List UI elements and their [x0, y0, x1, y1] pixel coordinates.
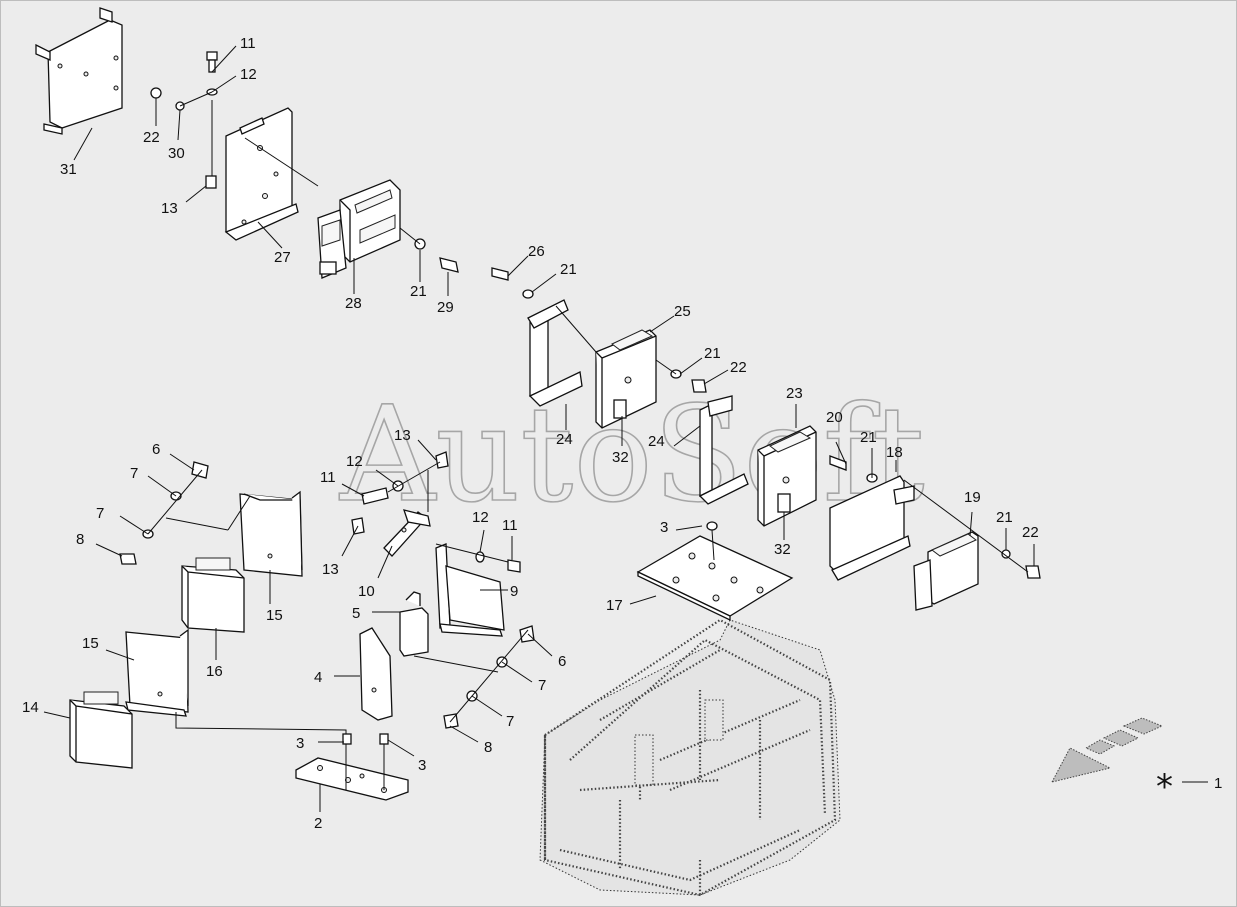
callout-28: 28	[345, 295, 362, 312]
bracket-31	[35, 7, 123, 135]
callout-11: 11	[240, 35, 256, 52]
bracket-24-lower	[698, 395, 749, 505]
callout-10: 10	[358, 583, 375, 600]
module-16	[181, 557, 245, 633]
callout-21: 21	[560, 261, 577, 278]
control-box-19	[913, 531, 979, 611]
callout-6: 6	[558, 653, 566, 670]
control-box-23	[757, 425, 817, 527]
callout-21: 21	[704, 345, 721, 362]
legend-asterisk: *	[1156, 767, 1173, 807]
callout-9: 9	[510, 583, 518, 600]
callout-26: 26	[528, 243, 545, 260]
callout-13: 13	[394, 427, 411, 444]
callout-7: 7	[506, 713, 514, 730]
legend-label: 1	[1214, 775, 1222, 792]
callout-30: 30	[168, 145, 185, 162]
plate-17	[636, 535, 794, 622]
bracket-24-upper	[527, 299, 583, 407]
callout-7: 7	[538, 677, 546, 694]
bracket-15-lower	[125, 628, 189, 717]
callout-3: 3	[660, 519, 668, 536]
control-box-25	[595, 329, 657, 429]
callout-13: 13	[161, 200, 178, 217]
bracket-27	[224, 107, 299, 241]
ecu-28	[317, 179, 401, 279]
callout-25: 25	[674, 303, 691, 320]
callout-32: 32	[774, 541, 791, 558]
sensor-5	[399, 591, 429, 657]
callout-4: 4	[314, 669, 322, 686]
callout-18: 18	[886, 444, 903, 461]
callout-22: 22	[143, 129, 160, 146]
callout-12: 12	[472, 509, 489, 526]
callout-3: 3	[418, 757, 426, 774]
callout-8: 8	[76, 531, 84, 548]
callout-15: 15	[82, 635, 99, 652]
callout-24: 24	[648, 433, 665, 450]
callout-22: 22	[730, 359, 747, 376]
bracket-9	[435, 543, 505, 637]
direction-arrow-icon	[1051, 717, 1164, 783]
callout-27: 27	[274, 249, 291, 266]
leader-lines	[43, 45, 1035, 812]
callout-21: 21	[996, 509, 1013, 526]
callout-21: 21	[410, 283, 427, 300]
callout-20: 20	[826, 409, 843, 426]
callout-21: 21	[860, 429, 877, 446]
callout-13: 13	[322, 561, 339, 578]
module-14	[69, 691, 133, 769]
bracket-18	[829, 475, 915, 581]
callout-11: 11	[320, 469, 336, 486]
callout-17: 17	[606, 597, 623, 614]
callout-24: 24	[556, 431, 573, 448]
callout-5: 5	[352, 605, 360, 622]
callout-29: 29	[437, 299, 454, 316]
callout-12: 12	[346, 453, 363, 470]
callout-labels: 11 12 22 30 31 13 27 28 21 29 26 21 25 2…	[22, 35, 1039, 832]
callout-6: 6	[152, 441, 160, 458]
bracket-15-upper	[239, 490, 303, 577]
callout-23: 23	[786, 385, 803, 402]
callout-31: 31	[60, 161, 77, 178]
callout-11: 11	[502, 517, 518, 534]
bracket-4	[359, 627, 393, 721]
callout-14: 14	[22, 699, 39, 716]
callout-32: 32	[612, 449, 629, 466]
callout-7: 7	[130, 465, 138, 482]
callout-3: 3	[296, 735, 304, 752]
callout-22: 22	[1022, 524, 1039, 541]
callout-12: 12	[240, 66, 257, 83]
callout-2: 2	[314, 815, 322, 832]
callout-7: 7	[96, 505, 104, 522]
plate-2	[295, 757, 409, 801]
callout-19: 19	[964, 489, 981, 506]
callout-16: 16	[206, 663, 223, 680]
callout-8: 8	[484, 739, 492, 756]
callout-15: 15	[266, 607, 283, 624]
machine-frame	[539, 618, 841, 897]
